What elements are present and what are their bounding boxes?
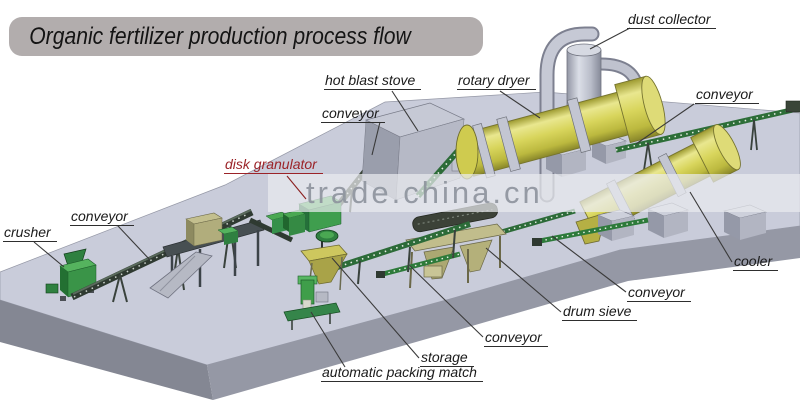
- label-cooler: cooler: [733, 253, 779, 272]
- title-banner: Organic fertilizer production process fl…: [9, 17, 483, 56]
- label-hot-blast-stove: hot blast stove: [324, 72, 422, 91]
- label-rotary-dryer: rotary dryer: [457, 72, 536, 91]
- label-conveyor-bottom: conveyor: [484, 329, 548, 348]
- label-automatic-packing-match: automatic packing match: [321, 364, 483, 383]
- mixer-platform: [149, 212, 294, 299]
- label-crusher: crusher: [3, 224, 57, 243]
- sieve-to-cooler-conveyor: [497, 208, 576, 236]
- label-dust-collector: dust collector: [627, 11, 717, 30]
- label-storage: storage: [420, 349, 474, 368]
- label-conveyor-right-top: conveyor: [695, 86, 759, 105]
- page-title: Organic fertilizer production process fl…: [29, 22, 411, 50]
- label-disk-granulator: disk granulator: [224, 156, 323, 175]
- label-conveyor-left: conveyor: [70, 208, 134, 227]
- label-conveyor-top: conveyor: [321, 105, 385, 124]
- platform-side-left: [0, 300, 213, 400]
- label-drum-sieve: drum sieve: [562, 303, 638, 322]
- label-conveyor-right-bottom: conveyor: [627, 284, 691, 303]
- discharge-chute: [149, 251, 213, 299]
